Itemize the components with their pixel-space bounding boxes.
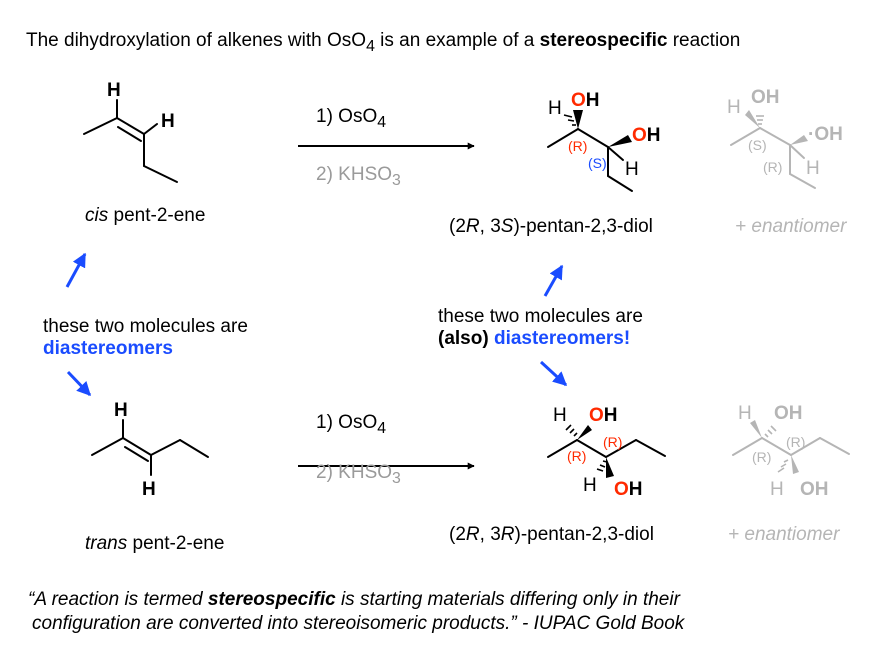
reagent-step2-top: 2) KHSO3 xyxy=(316,164,401,189)
p2-h-left-label: H xyxy=(553,405,567,426)
reagent-step2-bottom: 2) KHSO3 xyxy=(316,462,401,487)
reagent-step1-bottom: 1) OsO4 xyxy=(316,412,387,437)
e2-r-descriptor-left: (R) xyxy=(752,449,771,465)
p1-s-descriptor: (S) xyxy=(588,155,607,171)
cis-pent-2-ene-name: cis pent-2-ene xyxy=(85,205,206,226)
cis-pent-2-ene-structure xyxy=(83,99,178,183)
enantiomer-label-top: + enantiomer xyxy=(735,216,847,237)
wedge-bond xyxy=(790,135,808,145)
e1-h-right-label: H xyxy=(806,158,820,179)
right-diastereomer-note: these two molecules are (also) diastereo… xyxy=(438,306,643,349)
enantiomer-1-structure xyxy=(730,110,816,189)
blue-arrow-down-left xyxy=(66,370,92,397)
product-2r3r-name: (2R, 3R)-pentan-2,3-diol xyxy=(449,524,654,545)
cis-h-right-label: H xyxy=(161,111,175,132)
wedge-bond xyxy=(606,457,614,478)
wedge-bond xyxy=(745,110,760,128)
product-2r3s-structure xyxy=(547,110,633,192)
e2-oh-bottom-label: OH xyxy=(800,479,829,500)
trans-pent-2-ene-name: trans pent-2-ene xyxy=(85,533,225,554)
product-2r3r-structure xyxy=(547,424,666,478)
p1-h-right-label: H xyxy=(625,159,639,180)
e2-h-bottom-label: H xyxy=(770,479,784,500)
p1-oh-right-label: OH xyxy=(632,125,661,146)
e1-r-descriptor: (R) xyxy=(763,159,782,175)
trans-h-top-label: H xyxy=(114,400,128,421)
p2-r-descriptor-left: (R) xyxy=(567,448,586,464)
e2-oh-top-label: OH xyxy=(774,403,803,424)
product-2r3s-name: (2R, 3S)-pentan-2,3-diol xyxy=(449,216,653,237)
p1-r-descriptor: (R) xyxy=(568,138,587,154)
p2-r-descriptor-right: (R) xyxy=(603,434,622,450)
reagent-step1-top: 1) OsO4 xyxy=(316,106,387,131)
e1-oh-right-label: ·OH xyxy=(808,124,843,145)
e2-h-left-label: H xyxy=(738,403,752,424)
p1-oh-top-label: OH xyxy=(571,90,600,111)
p2-h-bottom-label: H xyxy=(583,475,597,496)
blue-arrow-up-left xyxy=(65,252,87,288)
wedge-bond xyxy=(750,420,762,438)
wedge-bond xyxy=(577,425,592,440)
page-title: The dihydroxylation of alkenes with OsO4… xyxy=(26,30,741,55)
wedge-bond xyxy=(791,455,799,474)
e1-s-descriptor: (S) xyxy=(748,137,767,153)
trans-h-bottom-label: H xyxy=(142,479,156,500)
trans-pent-2-ene-structure xyxy=(91,419,209,476)
enantiomer-2-structure xyxy=(732,420,850,474)
blue-arrow-down-right xyxy=(539,360,568,387)
iupac-quote: “A reaction is termed stereospecific is … xyxy=(28,589,685,634)
wedge-bond xyxy=(573,110,583,129)
p1-h-left-label: H xyxy=(548,98,562,119)
e2-r-descriptor-right: (R) xyxy=(786,434,805,450)
left-diastereomer-note: these two molecules are diastereomers xyxy=(43,316,248,359)
e1-h-left-label: H xyxy=(727,97,741,118)
cis-h-top-label: H xyxy=(107,80,121,101)
p2-oh-bottom-label: OH xyxy=(614,479,643,500)
blue-arrow-up-right xyxy=(543,264,564,297)
e1-oh-top-label: OH xyxy=(751,87,780,108)
wedge-bond xyxy=(608,135,632,147)
p2-oh-top-label: OH xyxy=(589,405,618,426)
enantiomer-label-bottom: + enantiomer xyxy=(728,524,840,545)
